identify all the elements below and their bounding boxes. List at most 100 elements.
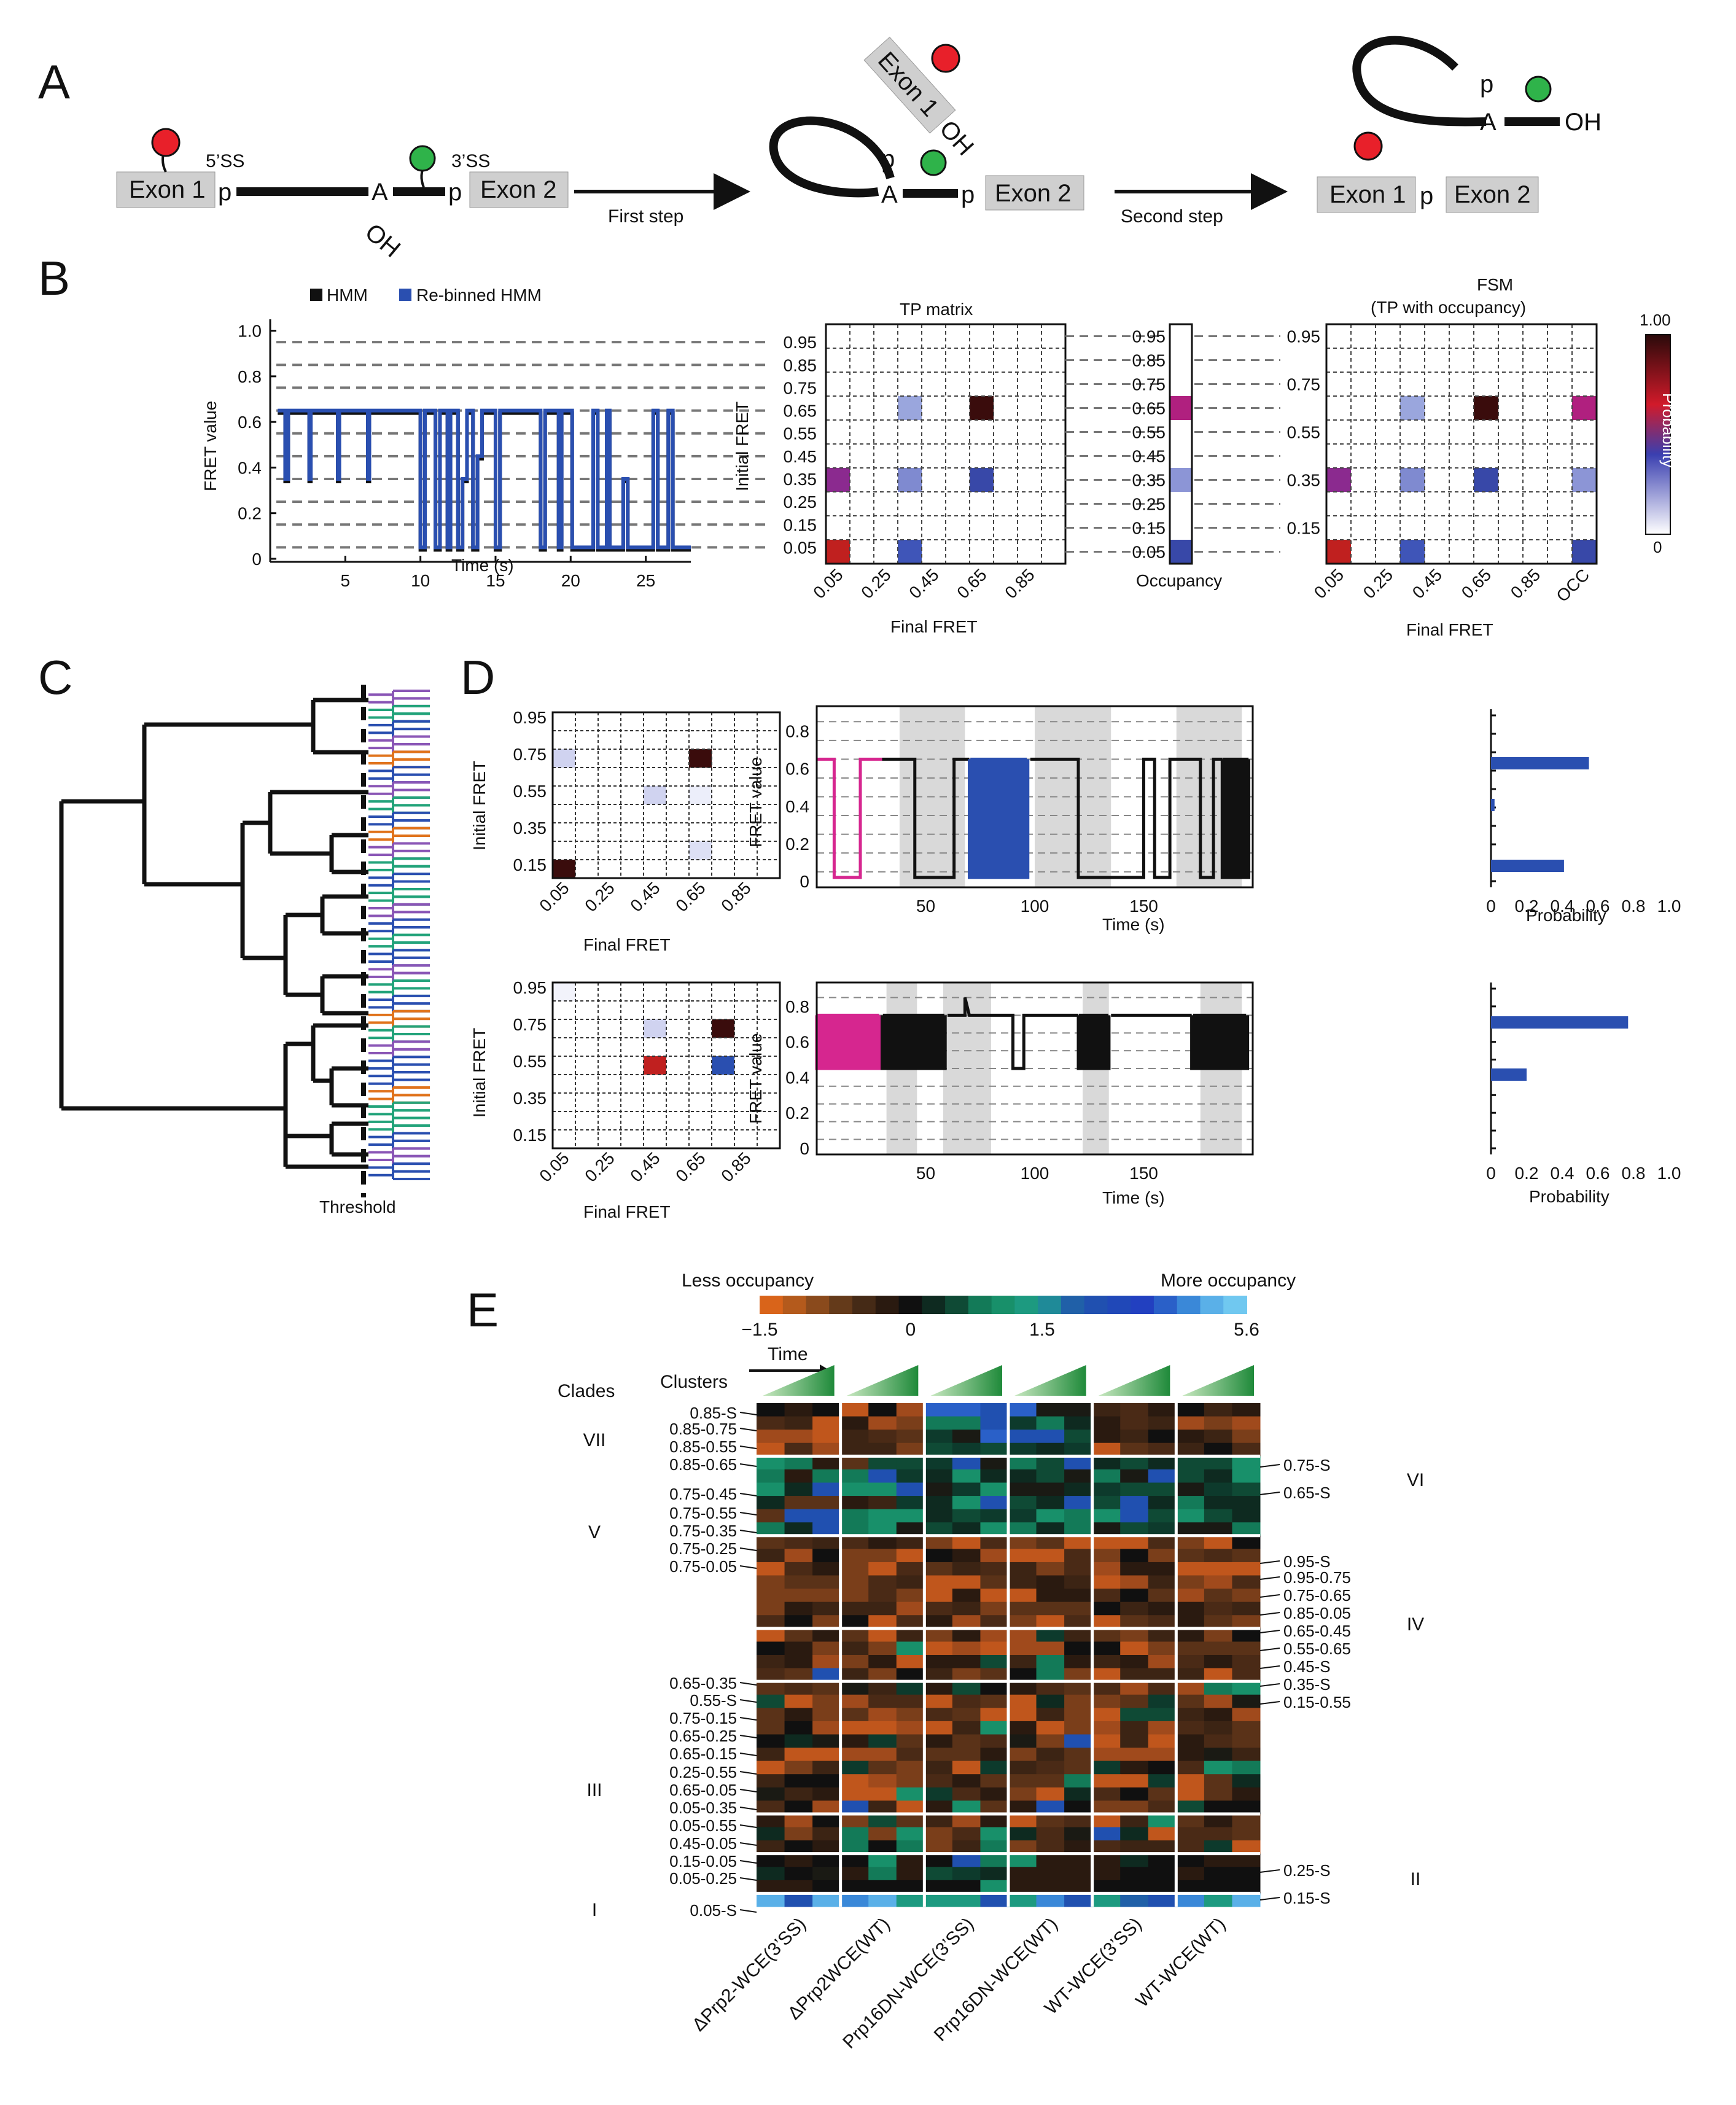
e-heatmap-cell (1092, 1668, 1121, 1682)
e-heatmap-cell (1148, 1694, 1177, 1708)
e-heatmap-cell (812, 1694, 841, 1708)
e-heatmap-cell (1232, 1562, 1261, 1576)
d-trace2-xlabel: Time (s) (1102, 1188, 1165, 1207)
e-time-wedge (1014, 1365, 1086, 1396)
e-heatmap-cell (1204, 1800, 1232, 1815)
e-heatmap-cell (812, 1522, 841, 1536)
e-left-row-label: 0.75-0.35 (669, 1522, 737, 1540)
d-matrix2-xtick-label: 0.65 (672, 1148, 709, 1185)
e-heatmap-cell (1204, 1615, 1232, 1629)
e-heatmap-cell (784, 1456, 813, 1470)
e-heatmap-cell (980, 1589, 1009, 1603)
d-matrix1-cell (553, 860, 575, 878)
e-heatmap-cell (980, 1787, 1009, 1801)
e-heatmap-cell (980, 1628, 1009, 1642)
e-heatmap-cell (840, 1549, 869, 1563)
e-heatmap-cell (784, 1708, 813, 1722)
e-heatmap-cell (952, 1721, 981, 1735)
e-heatmap-cell (924, 1708, 953, 1722)
e-heatmap-cell (1064, 1867, 1093, 1881)
e-heatmap-cell (1232, 1442, 1261, 1457)
e-heatmap-cell (924, 1694, 953, 1708)
e-heatmap-cell (840, 1416, 869, 1430)
e-heatmap-cell (784, 1403, 813, 1417)
d-matrix2-ytick-label: 0.15 (513, 1126, 547, 1145)
e-heatmap-cell (1148, 1535, 1177, 1549)
e-heatmap-cell (896, 1840, 925, 1854)
e-heatmap-cell (1148, 1628, 1177, 1642)
dendro-leaf (368, 1094, 430, 1104)
e-heatmap-cell (757, 1681, 785, 1695)
e-heatmap-cell (812, 1509, 841, 1523)
occ-level-label: 0.45 (1132, 447, 1166, 466)
e-heatmap-cell (840, 1628, 869, 1642)
more-occupancy-label: More occupancy (1161, 1270, 1296, 1291)
rebinned-trace-line (278, 408, 691, 550)
e-heatmap-cell (1232, 1469, 1261, 1483)
e-colorbar-cell (1177, 1296, 1201, 1314)
e-heatmap-cell (1036, 1416, 1065, 1430)
e-heatmap-cell (840, 1853, 869, 1867)
e-heatmap-cell (1232, 1496, 1261, 1510)
e-heatmap-cell (924, 1469, 953, 1483)
e-heatmap-cell (980, 1880, 1009, 1894)
e-heatmap-cell (784, 1522, 813, 1536)
d-hist1-xtick-label: 0.2 (1515, 897, 1539, 916)
e-heatmap-cell (812, 1668, 841, 1682)
e-heatmap-cell (1036, 1601, 1065, 1616)
trace-xtick-label: 25 (636, 571, 655, 590)
e-heatmap-cell (1036, 1655, 1065, 1669)
e-heatmap-cell (812, 1708, 841, 1722)
panel-label-e: E (467, 1283, 499, 1337)
d-matrix2-xtick-label: 0.05 (535, 1148, 572, 1185)
e-heatmap-cell (1120, 1787, 1149, 1801)
dendro-leaf (368, 1162, 430, 1173)
e-heatmap-cell (840, 1893, 869, 1907)
e-heatmap-cell (812, 1469, 841, 1483)
e-heatmap-cell (840, 1442, 869, 1457)
e-heatmap-cell (868, 1469, 897, 1483)
e-heatmap-cell (757, 1655, 785, 1669)
trace-xtick-label: 15 (486, 571, 505, 590)
e-heatmap-cell (868, 1482, 897, 1496)
dendro-leaf (368, 1170, 430, 1180)
e-clade-right: II (1411, 1869, 1421, 1889)
d-matrix2-xlabel: Final FRET (583, 1202, 671, 1221)
e-heatmap-cell (868, 1840, 897, 1854)
e-heatmap-cell (1204, 1880, 1232, 1894)
d-matrix1-cell (553, 749, 575, 768)
e-heatmap-cell (1064, 1416, 1093, 1430)
e-heatmap-cell (1064, 1813, 1093, 1828)
e-heatmap-cell (952, 1601, 981, 1616)
e-heatmap-cell (1204, 1867, 1232, 1881)
e-heatmap-cell (757, 1575, 785, 1589)
fsm-xtick-label: 0.05 (1310, 565, 1347, 602)
e-heatmap-cell (1232, 1575, 1261, 1589)
e-heatmap-cell (1036, 1813, 1065, 1828)
e-heatmap-cell (1120, 1496, 1149, 1510)
e-heatmap-cell (980, 1430, 1009, 1444)
d-trace2-frame (815, 981, 1254, 1156)
dendro-leaf (368, 880, 430, 890)
e-heatmap-cell (896, 1575, 925, 1589)
tp-xtick-label: 0.05 (809, 565, 846, 602)
e-heatmap-cell (1064, 1628, 1093, 1642)
trace-ytick-label: 1.0 (238, 322, 262, 341)
dendro-leaf (368, 964, 430, 975)
dendro-leaf (368, 849, 430, 860)
e-heatmap-cell (1148, 1721, 1177, 1735)
exon2-label-3: Exon 2 (1454, 181, 1531, 208)
tp-cell (898, 468, 922, 492)
d-trace1-ytick-label: 0.6 (785, 760, 809, 779)
e-heatmap-cell (784, 1549, 813, 1563)
e-colorbar-cell (1014, 1296, 1039, 1314)
e-heatmap-cell (924, 1456, 953, 1470)
e-left-row-label: 0.05-0.55 (669, 1816, 737, 1835)
e-right-row-tick (1259, 1594, 1280, 1598)
e-heatmap-cell (1148, 1509, 1177, 1523)
d-trace1-ytick-label: 0 (800, 872, 809, 891)
e-heatmap-cell (1176, 1734, 1205, 1748)
e-heatmap-cell (1148, 1641, 1177, 1656)
